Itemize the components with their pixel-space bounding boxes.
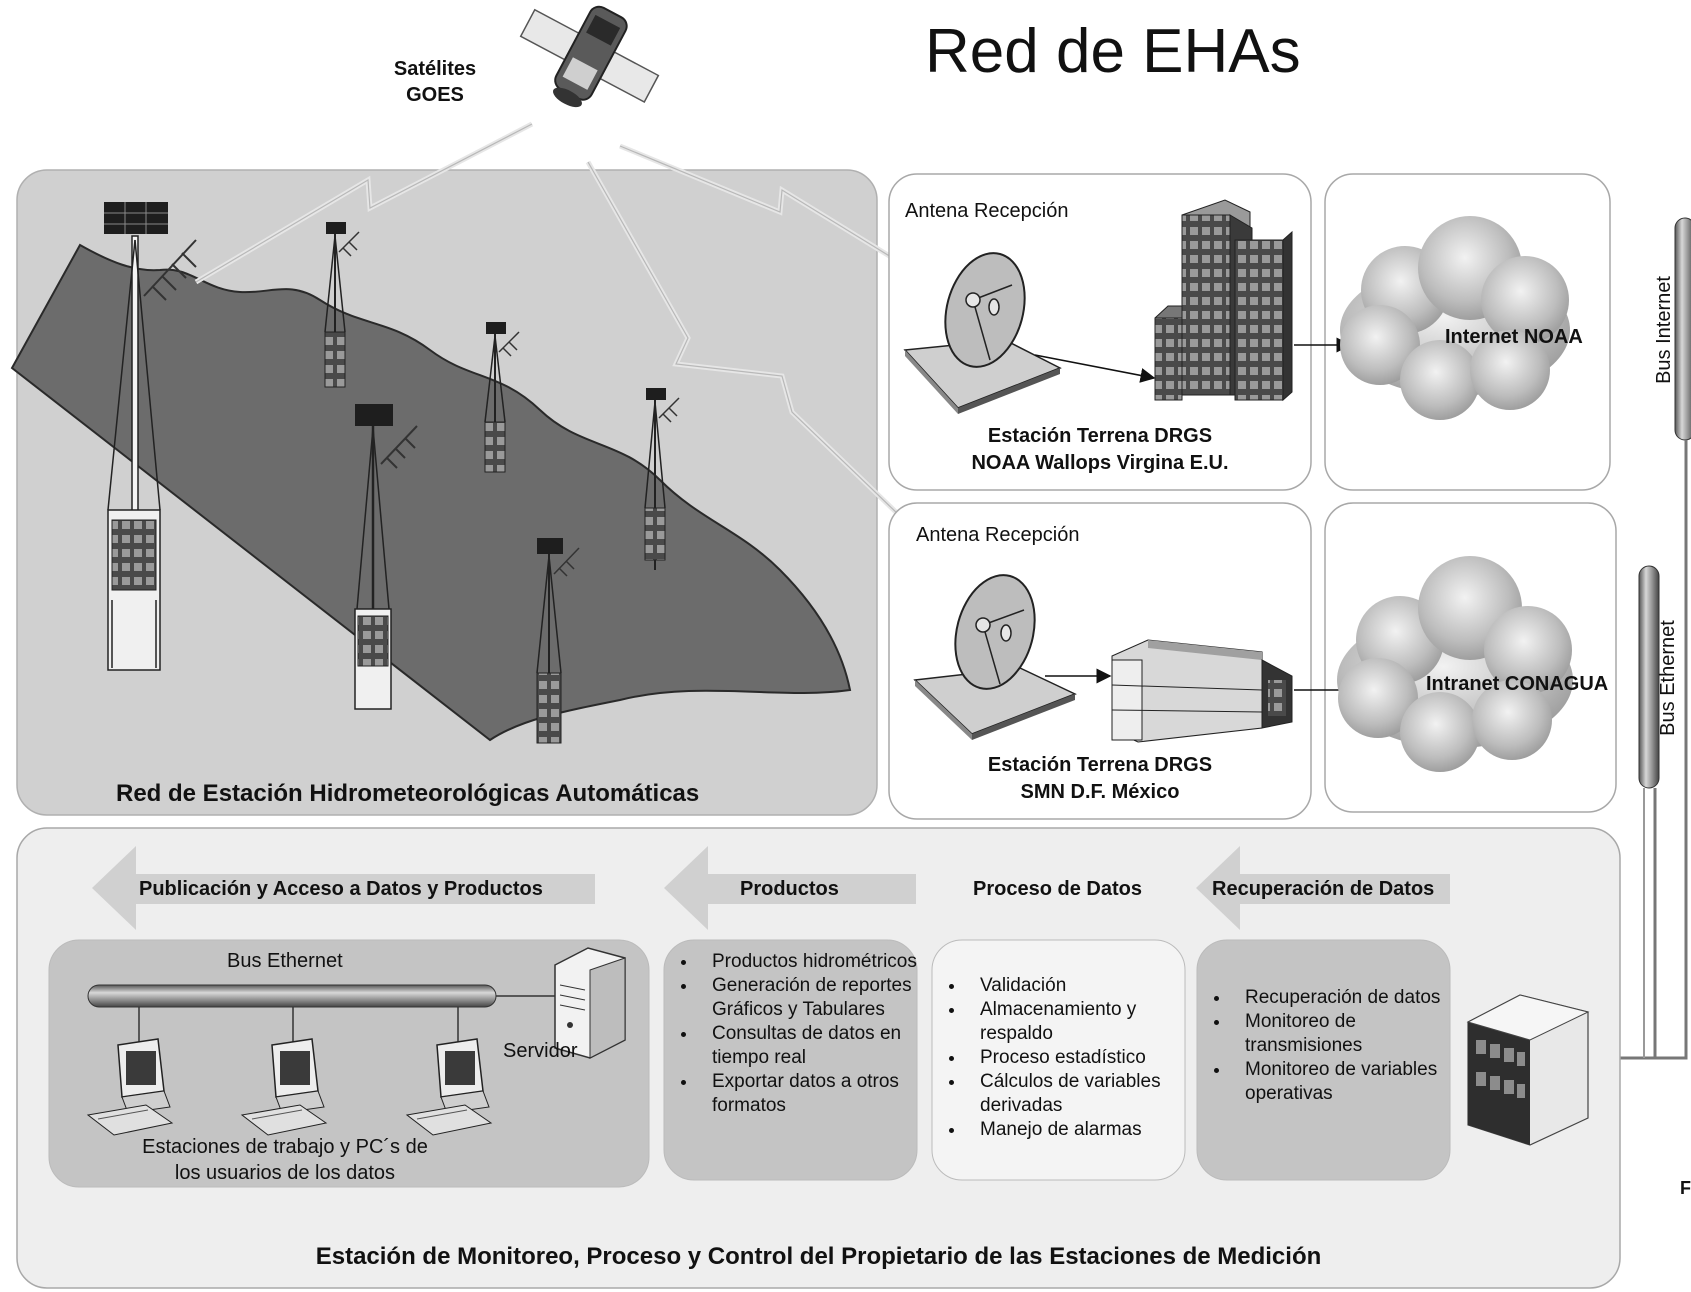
proceso-box bbox=[931, 939, 1186, 1181]
proceso-item: Almacenamiento y respaldo bbox=[966, 998, 1206, 1046]
recuperacion-list: Recuperación de datos Monitoreo de trans… bbox=[1201, 986, 1457, 1106]
antenna-label-1: Antena Recepción bbox=[905, 200, 1069, 222]
page-title: Red de EHAs bbox=[925, 17, 1301, 86]
ground-station-1-caption: Estación Terrena DRGS NOAA Wallops Virgi… bbox=[889, 423, 1311, 477]
internet-bus-pipe bbox=[1674, 217, 1691, 441]
arrow-productos bbox=[664, 846, 916, 930]
label-productos: Productos bbox=[740, 878, 839, 900]
users-bus-ethernet-label: Bus Ethernet bbox=[227, 950, 343, 972]
recuperacion-box bbox=[1196, 939, 1451, 1181]
label-publicacion: Publicación y Acceso a Datos y Productos bbox=[139, 878, 543, 900]
ethernet-bus-horizontal bbox=[87, 984, 497, 1008]
satellite-label: Satélites GOES bbox=[393, 58, 477, 106]
reception-antenna-1-icon bbox=[903, 252, 1062, 414]
proceso-item: Validación bbox=[966, 974, 1206, 998]
satellite-icon bbox=[519, 5, 660, 108]
productos-list: Productos hidrométricos Generación de re… bbox=[668, 950, 920, 1118]
productos-item: Consultas de datos en tiempo real bbox=[698, 1022, 920, 1070]
workstation-icon-3 bbox=[405, 1038, 493, 1136]
intranet-cloud-icon bbox=[1337, 556, 1573, 772]
label-recuperacion: Recuperación de Datos bbox=[1212, 878, 1435, 900]
arrow-recuperacion bbox=[1196, 846, 1450, 930]
proceso-list: Validación Almacenamiento y respaldo Pro… bbox=[936, 974, 1206, 1142]
weather-station-3 bbox=[644, 388, 680, 570]
server-icon bbox=[554, 947, 626, 1059]
internet-noaa-label: Internet NOAA bbox=[1445, 326, 1583, 348]
ethernet-bus-pipe bbox=[1638, 565, 1660, 789]
ground-station-2-caption-line2: SMN D.F. México bbox=[1020, 781, 1180, 803]
intranet-conagua-label: Intranet CONAGUA bbox=[1426, 673, 1609, 695]
bus-ethernet-vertical-label: Bus Ethernet bbox=[1657, 620, 1679, 736]
users-caption-line1: Estaciones de trabajo y PC´s de bbox=[142, 1136, 428, 1158]
recuperacion-item: Monitoreo de transmisiones bbox=[1231, 1010, 1457, 1058]
proceso-item: Manejo de alarmas bbox=[966, 1118, 1206, 1142]
station-network-caption: Red de Estación Hidrometeorológicas Auto… bbox=[116, 780, 700, 807]
productos-item: Productos hidrométricos bbox=[698, 950, 920, 974]
weather-station-2 bbox=[484, 322, 520, 473]
edge-letter: F bbox=[1680, 1178, 1691, 1198]
ground-station-1-caption-line1: Estación Terrena DRGS bbox=[987, 425, 1213, 447]
weather-station-5 bbox=[536, 538, 580, 744]
users-caption-line2: los usuarios de los datos bbox=[174, 1162, 396, 1184]
office-building-1-icon bbox=[1154, 199, 1293, 402]
ground-station-2-caption: Estación Terrena DRGS SMN D.F. México bbox=[889, 752, 1311, 806]
recuperacion-item: Recuperación de datos bbox=[1231, 986, 1457, 1010]
proceso-item: Proceso estadístico bbox=[966, 1046, 1206, 1070]
ground-station-1-caption-line2: NOAA Wallops Virgina E.U. bbox=[971, 452, 1229, 474]
antenna-1-to-building-arrow bbox=[1034, 354, 1156, 383]
monitoring-caption: Estación de Monitoreo, Proceso y Control… bbox=[315, 1243, 1322, 1270]
weather-station-1 bbox=[324, 222, 360, 388]
antenna-label-2: Antena Recepción bbox=[916, 524, 1080, 546]
arrow-publicacion bbox=[92, 846, 595, 930]
productos-box bbox=[663, 939, 918, 1181]
proceso-item: Cálculos de variables derivadas bbox=[966, 1070, 1206, 1118]
monitoring-building-icon bbox=[1466, 994, 1590, 1146]
weather-station-large bbox=[104, 202, 197, 671]
hillside-slope bbox=[10, 243, 852, 742]
server-label: Servidor bbox=[503, 1040, 578, 1062]
recuperacion-item: Monitoreo de variables operativas bbox=[1231, 1058, 1457, 1106]
productos-item: Exportar datos a otros formatos bbox=[698, 1070, 920, 1118]
workstation-icon-1 bbox=[86, 1038, 174, 1136]
users-caption: Estaciones de trabajo y PC´s de los usua… bbox=[90, 1134, 480, 1186]
internet-cloud-icon bbox=[1340, 216, 1570, 420]
label-proceso: Proceso de Datos bbox=[973, 878, 1142, 900]
office-building-2-icon bbox=[1111, 639, 1293, 743]
workstation-icon-2 bbox=[240, 1038, 328, 1136]
reception-antenna-2-icon bbox=[913, 574, 1077, 740]
productos-item: Generación de reportes Gráficos y Tabula… bbox=[698, 974, 920, 1022]
bus-internet-label: Bus Internet bbox=[1653, 276, 1675, 384]
weather-station-4 bbox=[354, 404, 418, 710]
ground-station-2-caption-line1: Estación Terrena DRGS bbox=[987, 754, 1213, 776]
